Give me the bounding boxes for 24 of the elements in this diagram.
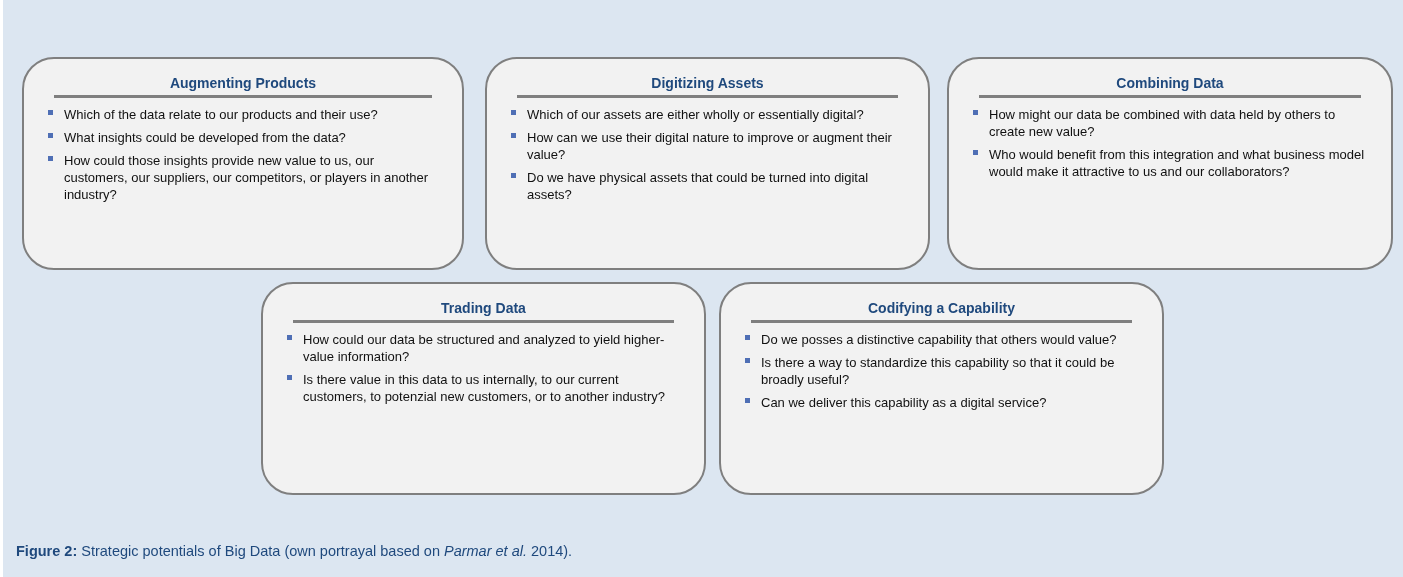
- bullet-text: Do we have physical assets that could be turned into digital assets?: [509, 169, 906, 203]
- figure-caption: Figure 2: Strategic potentials of Big Data (own portrayal based on Parmar et al. 2014).: [16, 543, 573, 559]
- bullet-text: Is there a way to standardize this capability so that it could be broadly useful?: [743, 354, 1140, 388]
- rounded-box: [261, 282, 706, 495]
- bullet-text: How might our data be combined with data held by others to create new value?: [971, 106, 1369, 140]
- box-heading: Digitizing Assets: [517, 69, 898, 98]
- bullet-text: What insights could be developed from the data?: [46, 129, 346, 146]
- box-heading: Combining Data: [979, 69, 1361, 98]
- rounded-box: [719, 282, 1164, 495]
- rounded-box: [947, 57, 1393, 270]
- bullet-text: Can we deliver this capability as a digital service?: [743, 394, 1047, 411]
- bullet-text: Which of our assets are either wholly or essentially digital?: [509, 106, 864, 123]
- bullet-text: Do we posses a distinctive capability that others would value?: [743, 331, 1117, 348]
- box-heading: Trading Data: [293, 294, 674, 323]
- bullet-text: How could our data be structured and analyzed to yield higher-value information?: [285, 331, 682, 365]
- rounded-box: [22, 57, 464, 270]
- box-heading: Augmenting Products: [54, 69, 432, 98]
- bullet-text: How can we use their digital nature to improve or augment their value?: [509, 129, 906, 163]
- rounded-box: [485, 57, 930, 270]
- bullet-text: Which of the data relate to our products and their use?: [46, 106, 378, 123]
- bullet-text: Who would benefit from this integration and what business model would make it attractive to us and our collaborators?: [971, 146, 1369, 180]
- bullet-text: How could those insights provide new value to us, our customers, our suppliers, our competitors, or players in another industry?: [46, 152, 440, 203]
- box-heading: Codifying a Capability: [751, 294, 1132, 323]
- bullet-text: Is there value in this data to us internally, to our current customers, to potenzial new customers, or to another industry?: [285, 371, 682, 405]
